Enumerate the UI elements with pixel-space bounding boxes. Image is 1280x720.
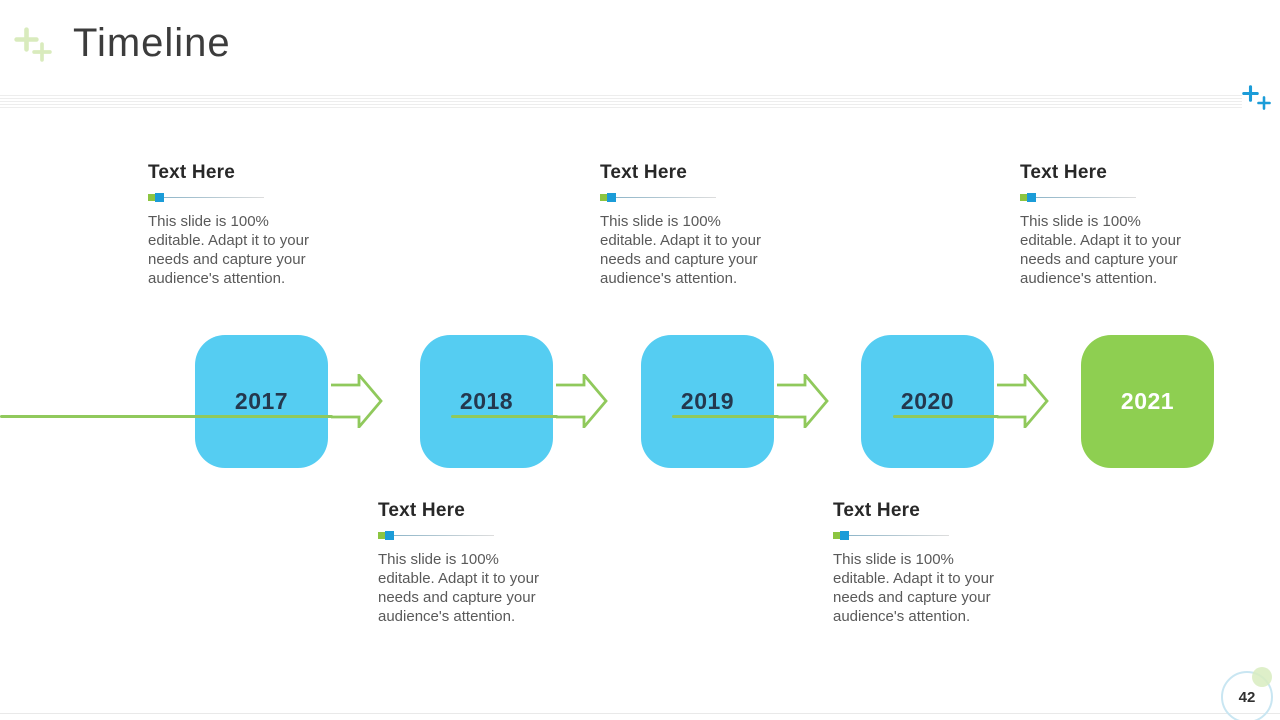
callout-body: This slide is 100% editable. Adapt it to… xyxy=(833,551,994,625)
timeline-year-box-highlight: 2021 xyxy=(1081,335,1214,468)
arrow-right-icon xyxy=(997,374,1049,428)
timeline-connector-line xyxy=(672,415,779,418)
blue-square-icon xyxy=(155,193,164,202)
callout-block: Text Here This slide is 100% editable. A… xyxy=(148,161,330,288)
accent-line xyxy=(394,535,494,536)
accent-line xyxy=(849,535,949,536)
blue-square-icon xyxy=(607,193,616,202)
divider-line xyxy=(0,95,1242,96)
callout-block: Text Here This slide is 100% editable. A… xyxy=(833,499,1015,626)
green-square-icon xyxy=(600,194,607,201)
callout-heading: Text Here xyxy=(833,500,920,521)
accent-slider-icon xyxy=(600,193,782,202)
callout-block: Text Here This slide is 100% editable. A… xyxy=(600,161,782,288)
accent-slider-icon xyxy=(1020,193,1202,202)
accent-line xyxy=(164,197,264,198)
timeline-connector-line xyxy=(0,415,333,418)
accent-line xyxy=(1036,197,1136,198)
page-number-badge: 42 xyxy=(1221,671,1273,720)
timeline-connector-line xyxy=(451,415,558,418)
divider-line xyxy=(0,98,1242,99)
callout-body: This slide is 100% editable. Adapt it to… xyxy=(1020,213,1181,287)
divider-line xyxy=(0,101,1242,102)
accent-slider-icon xyxy=(833,531,1015,540)
green-square-icon xyxy=(833,532,840,539)
timeline-year-box: 2020 xyxy=(861,335,994,468)
callout-block: Text Here This slide is 100% editable. A… xyxy=(378,499,560,626)
arrow-right-icon xyxy=(331,374,383,428)
blue-square-icon xyxy=(385,531,394,540)
callout-body: This slide is 100% editable. Adapt it to… xyxy=(600,213,761,287)
bottom-edge-line xyxy=(0,713,1280,714)
callout-body: This slide is 100% editable. Adapt it to… xyxy=(148,213,309,287)
callout-heading: Text Here xyxy=(600,162,687,183)
blue-square-icon xyxy=(1027,193,1036,202)
accent-slider-icon xyxy=(148,193,330,202)
plus-icon xyxy=(32,42,52,62)
blue-square-icon xyxy=(840,531,849,540)
plus-icon xyxy=(14,27,39,52)
accent-line xyxy=(616,197,716,198)
callout-heading: Text Here xyxy=(378,500,465,521)
callout-block: Text Here This slide is 100% editable. A… xyxy=(1020,161,1202,288)
callout-heading: Text Here xyxy=(148,162,235,183)
green-square-icon xyxy=(1020,194,1027,201)
divider-line xyxy=(0,104,1242,105)
timeline-connector-line xyxy=(893,415,999,418)
green-square-icon xyxy=(378,532,385,539)
callout-body: This slide is 100% editable. Adapt it to… xyxy=(378,551,539,625)
plus-icon xyxy=(1242,85,1259,102)
page-number: 42 xyxy=(1238,688,1256,706)
arrow-right-icon xyxy=(777,374,829,428)
slide-title: Timeline xyxy=(73,21,231,65)
decorative-circle xyxy=(1252,667,1272,687)
timeline-year-box: 2018 xyxy=(420,335,553,468)
callout-heading: Text Here xyxy=(1020,162,1107,183)
green-square-icon xyxy=(148,194,155,201)
divider-line xyxy=(0,107,1242,108)
timeline-year-box: 2019 xyxy=(641,335,774,468)
timeline-year-box: 2017 xyxy=(195,335,328,468)
arrow-right-icon xyxy=(556,374,608,428)
accent-slider-icon xyxy=(378,531,560,540)
plus-icon xyxy=(1257,96,1271,110)
